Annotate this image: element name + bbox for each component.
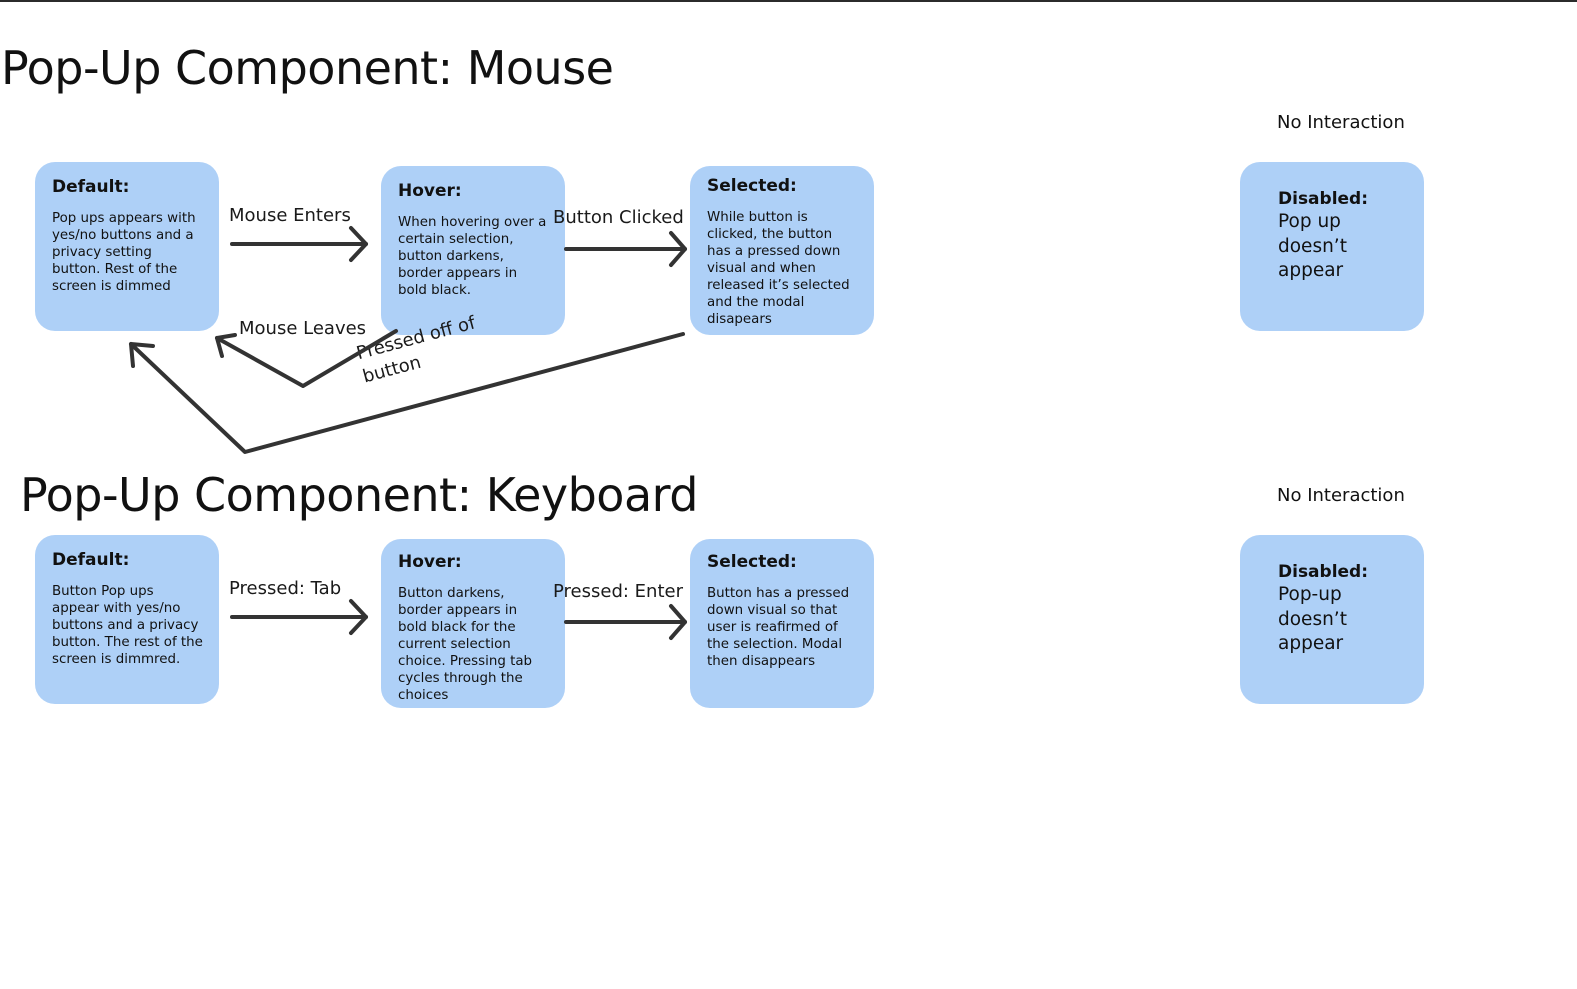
mouse-selected-state: Selected: While button is clicked, the b…	[690, 166, 874, 335]
arrow-right-icon	[230, 599, 368, 635]
arrow-return-icon	[129, 332, 685, 454]
state-title: Default:	[52, 177, 130, 197]
state-title: Selected:	[707, 552, 797, 572]
state-description: Pop ups appears with yes/no buttons and …	[52, 211, 196, 294]
transition-label-pressed-enter: Pressed: Enter	[553, 581, 683, 602]
state-title: Default:	[52, 550, 130, 570]
keyboard-no-interaction-label: No Interaction	[1277, 485, 1405, 506]
transition-label-mouse-leaves: Mouse Leaves	[239, 318, 367, 339]
keyboard-disabled-state: Disabled: Pop-up doesn’t appear	[1240, 535, 1424, 704]
keyboard-hover-state: Hover: Button darkens, border appears in…	[381, 539, 565, 708]
state-description: Button has a pressed down visual so that…	[707, 586, 850, 669]
transition-label-mouse-enters: Mouse Enters	[229, 205, 351, 226]
mouse-hover-state: Hover: When hovering over a certain sele…	[381, 166, 565, 335]
state-description: While button is clicked, the button has …	[707, 210, 850, 327]
mouse-no-interaction-label: No Interaction	[1277, 112, 1405, 133]
state-title: Selected:	[707, 176, 797, 196]
state-title: Hover:	[398, 181, 462, 201]
state-title: Disabled:	[1278, 189, 1369, 209]
arrow-return-icon	[215, 329, 398, 388]
keyboard-default-state: Default: Button Pop ups appear with yes/…	[35, 535, 219, 704]
keyboard-selected-state: Selected: Button has a pressed down visu…	[690, 539, 874, 708]
mouse-section-title: Pop-Up Component: Mouse	[1, 41, 614, 95]
keyboard-section-title: Pop-Up Component: Keyboard	[20, 468, 698, 522]
transition-label-pressed-tab: Pressed: Tab	[229, 578, 342, 599]
arrow-right-icon	[230, 226, 368, 262]
state-title: Hover:	[398, 552, 462, 572]
mouse-disabled-state: Disabled: Pop up doesn’t appear	[1240, 162, 1424, 331]
mouse-default-state: Default: Pop ups appears with yes/no but…	[35, 162, 219, 331]
top-divider	[0, 0, 1577, 2]
state-description: When hovering over a certain selection, …	[398, 215, 547, 298]
state-title: Disabled:	[1278, 562, 1369, 582]
state-description: Button Pop ups appear with yes/no button…	[52, 584, 203, 667]
state-description: Pop-up doesn’t appear	[1278, 584, 1347, 654]
state-description: Button darkens, border appears in bold b…	[398, 586, 533, 703]
arrow-right-icon	[564, 231, 687, 267]
transition-label-button-clicked: Button Clicked	[553, 207, 684, 228]
arrow-right-icon	[564, 604, 687, 640]
state-description: Pop up doesn’t appear	[1278, 211, 1347, 281]
